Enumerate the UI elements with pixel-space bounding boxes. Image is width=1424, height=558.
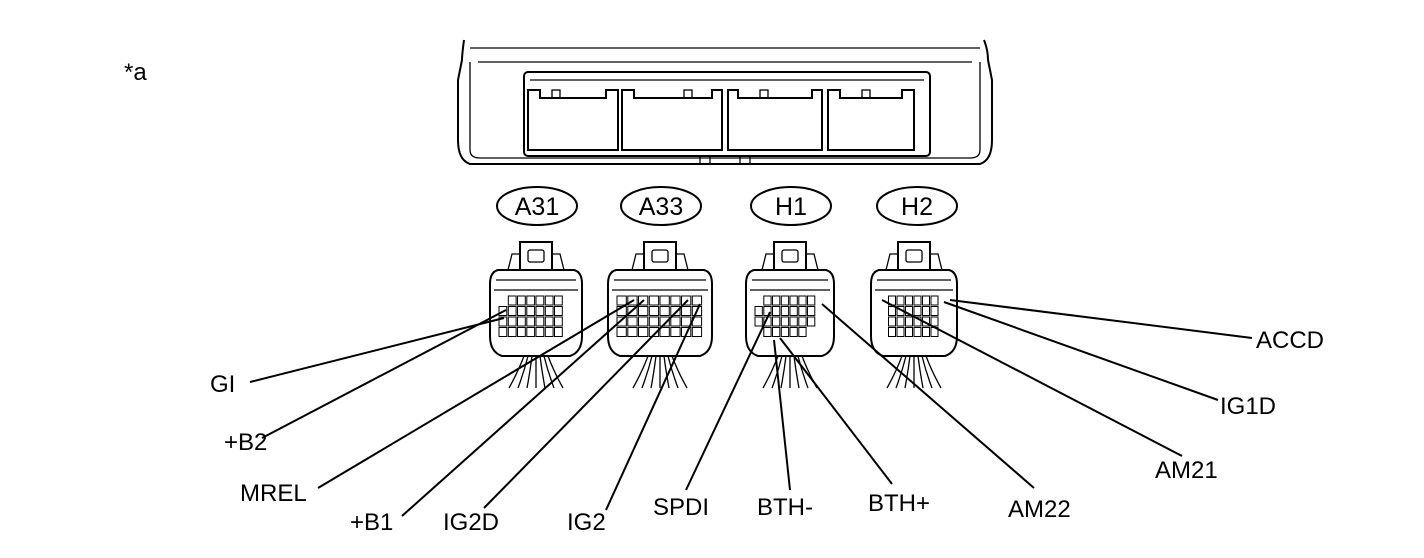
- leader-line-am21: [881, 299, 1183, 457]
- terminal-label-ig1d: IG1D: [1220, 393, 1276, 420]
- terminal-label-am22: AM22: [1008, 496, 1071, 523]
- connector-plug-h2: [870, 241, 958, 389]
- leader-line-accd: [949, 299, 1253, 339]
- leader-line-ig2: [605, 303, 701, 511]
- leader-line-spdi: [685, 311, 771, 491]
- terminal-label-ig2d: IG2D: [443, 509, 499, 536]
- leader-line-mrel: [317, 299, 635, 489]
- leader-line-ig2d: [483, 299, 689, 509]
- terminal-label-bth-minus: BTH-: [757, 494, 813, 521]
- leader-line-b1: [401, 299, 645, 517]
- terminal-label-b1: +B1: [350, 509, 393, 536]
- terminal-label-mrel: MREL: [240, 480, 307, 507]
- terminal-label-spdi: SPDI: [653, 494, 709, 521]
- leader-line-bth-plus: [779, 337, 893, 485]
- connector-wires-h1: [762, 355, 818, 389]
- connector-tag-h1-label: H1: [775, 193, 807, 221]
- leader-line-bth-minus: [773, 339, 791, 491]
- terminal-label-gi: GI: [210, 371, 235, 398]
- connector-tag-h2: H2: [876, 186, 958, 226]
- leader-lines: [249, 299, 1253, 517]
- ecu-housing: [457, 39, 993, 165]
- connector-tag-a33: A33: [620, 186, 702, 226]
- leader-line-ig1d: [943, 301, 1219, 401]
- terminal-label-am21: AM21: [1155, 457, 1218, 484]
- connector-tag-h2-label: H2: [901, 193, 933, 221]
- terminal-labels: GI +B2 MREL +B1 IG2D IG2 SPDI BTH- BTH+ …: [210, 327, 1324, 536]
- connector-plug-a31: [489, 241, 583, 389]
- connector-wires-a31: [508, 355, 564, 389]
- connector-tag-a33-label: A33: [639, 193, 683, 221]
- connector-tag-a31-label: A31: [515, 193, 559, 221]
- connector-tag-a31: A31: [496, 186, 578, 226]
- leader-line-am22: [821, 303, 1035, 489]
- connector-tag-h1: H1: [750, 186, 832, 226]
- figure-tag: *a: [124, 59, 147, 86]
- connector-plug-h1: [745, 241, 835, 389]
- terminal-label-ig2: IG2: [567, 509, 606, 536]
- leader-line-gi: [249, 317, 505, 383]
- terminal-label-accd: ACCD: [1256, 327, 1324, 354]
- connector-wires-a33: [632, 355, 688, 389]
- terminal-label-bth-plus: BTH+: [868, 490, 930, 517]
- connector-tags: A31 A33 H1 H2: [496, 186, 958, 226]
- connector-plugs: [489, 241, 958, 389]
- leader-line-b2: [261, 309, 507, 439]
- terminal-label-b2: +B2: [224, 429, 267, 456]
